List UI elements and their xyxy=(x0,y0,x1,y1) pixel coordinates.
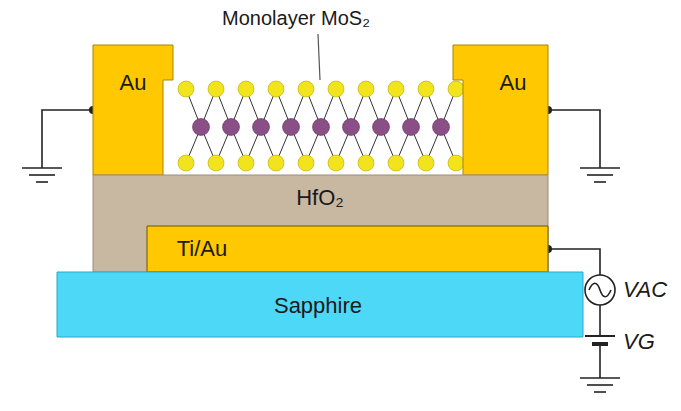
s-atom xyxy=(328,81,344,97)
s-atom xyxy=(208,155,224,171)
layer-fill xyxy=(453,45,548,175)
s-atom xyxy=(268,155,284,171)
mo-atom xyxy=(253,119,270,136)
s-atom xyxy=(448,81,464,97)
s-atom xyxy=(418,81,434,97)
s-atom xyxy=(178,155,194,171)
layer-shape xyxy=(93,45,173,175)
s-atom xyxy=(298,155,314,171)
source-electrode: Au xyxy=(93,45,173,175)
mo-atom xyxy=(343,119,360,136)
channel-area xyxy=(172,80,462,175)
layer-label: HfO₂ xyxy=(296,186,344,210)
layer-fill xyxy=(93,45,173,175)
s-atom xyxy=(418,155,434,171)
s-atom xyxy=(208,81,224,97)
mo-atom xyxy=(313,119,330,136)
mo-atom xyxy=(283,119,300,136)
s-atom xyxy=(388,155,404,171)
dielectric-layer: HfO₂ Ti/Au xyxy=(93,175,548,272)
signal-label: VG xyxy=(623,330,655,354)
mo-atom xyxy=(403,119,420,136)
mo-atom xyxy=(193,119,210,136)
ground-wire xyxy=(548,110,620,182)
mo-atom xyxy=(373,119,390,136)
layer-fill xyxy=(93,175,548,272)
layer-label: Au xyxy=(120,71,147,95)
layer-shape xyxy=(453,45,548,175)
ground-wire xyxy=(22,110,93,182)
gate-electrode: Ti/Au xyxy=(147,226,548,272)
layer-fill xyxy=(147,226,548,272)
leader-line xyxy=(318,34,320,80)
s-atom xyxy=(238,81,254,97)
drain-electrode: Au xyxy=(453,45,548,175)
s-atom xyxy=(358,81,374,97)
mo-atom xyxy=(223,119,240,136)
layer-label: Ti/Au xyxy=(177,237,228,261)
mos2-lattice xyxy=(178,81,464,171)
s-atom xyxy=(238,155,254,171)
s-atom xyxy=(268,81,284,97)
s-atom xyxy=(358,155,374,171)
substrate-layer: Sapphire xyxy=(57,272,583,337)
s-atom xyxy=(448,155,464,171)
mo-atom xyxy=(433,119,450,136)
s-atom xyxy=(388,81,404,97)
layer-fill xyxy=(57,272,583,337)
layer-label: Au xyxy=(500,71,527,95)
s-atom xyxy=(178,81,194,97)
s-atom xyxy=(328,155,344,171)
layer-label: Sapphire xyxy=(274,294,362,318)
s-atom xyxy=(298,81,314,97)
signal-label: VAC xyxy=(623,278,667,302)
material-label: Monolayer MoS₂ xyxy=(222,7,370,29)
